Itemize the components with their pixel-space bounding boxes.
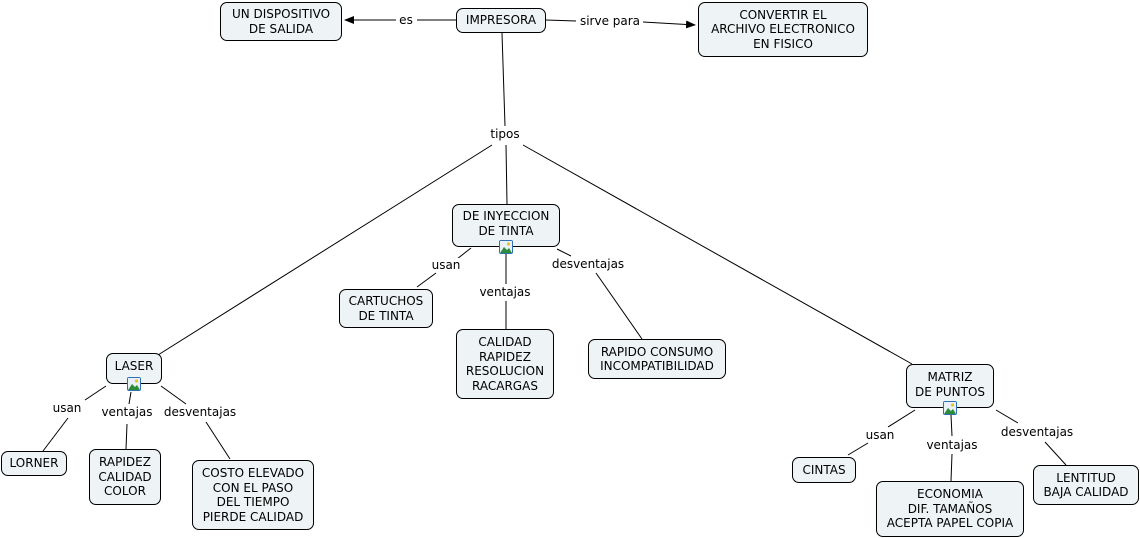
line-sirve-convertir	[642, 20, 696, 29]
link-label-usan: usan	[429, 258, 463, 272]
image-attachment-icon[interactable]	[943, 401, 957, 415]
concept-de-inyeccion-de-tinta[interactable]: DE INYECCION DE TINTA	[452, 204, 560, 247]
link-label-sirve-para: sirve para	[577, 14, 643, 28]
concept-laser-ventajas[interactable]: RAPIDEZ CALIDAD COLOR	[89, 449, 161, 505]
link-label-desventajas: desventajas	[998, 425, 1076, 439]
line-tipos-matriz	[522, 144, 913, 365]
link-label-ventajas: ventajas	[99, 405, 155, 419]
concept-inyeccion-ventajas[interactable]: CALIDAD RAPIDEZ RESOLUCION RACARGAS	[456, 329, 554, 399]
line-impresora-tipos	[501, 32, 506, 127]
link-label-desventajas: desventajas	[549, 257, 627, 271]
concept-lorner[interactable]: LORNER	[1, 451, 67, 476]
concept-laser-desventajas[interactable]: COSTO ELEVADO CON EL PASO DEL TIEMPO PIE…	[192, 460, 314, 530]
concept-dispositivo-de-salida[interactable]: UN DISPOSITIVO DE SALIDA	[220, 2, 342, 41]
concept-convertir-archivo[interactable]: CONVERTIR EL ARCHIVO ELECTRONICO EN FISI…	[698, 2, 868, 57]
link-label-ventajas: ventajas	[477, 285, 533, 299]
link-label-desventajas: desventajas	[161, 405, 239, 419]
line-tipos-laser	[157, 144, 493, 356]
concept-cartuchos-de-tinta[interactable]: CARTUCHOS DE TINTA	[339, 289, 433, 328]
link-label-es: es	[397, 13, 415, 27]
link-label-usan: usan	[50, 401, 84, 415]
link-label-tipos: tipos	[488, 127, 522, 141]
line-impresora-sirve	[545, 19, 577, 22]
link-label-ventajas: ventajas	[924, 438, 980, 452]
concept-cintas[interactable]: CINTAS	[792, 457, 856, 483]
concept-impresora[interactable]: IMPRESORA	[456, 8, 546, 33]
concept-matriz-desventajas[interactable]: LENTITUD BAJA CALIDAD	[1033, 465, 1139, 505]
image-attachment-icon[interactable]	[127, 377, 141, 391]
link-label-usan: usan	[863, 428, 897, 442]
concept-matriz-ventajas[interactable]: ECONOMIA DIF. TAMAÑOS ACEPTA PAPEL COPIA	[876, 481, 1024, 537]
image-attachment-icon[interactable]	[499, 240, 513, 254]
concept-inyeccion-desventajas[interactable]: RAPIDO CONSUMO INCOMPATIBILIDAD	[588, 339, 726, 379]
line-tipos-inyeccion	[505, 144, 508, 205]
